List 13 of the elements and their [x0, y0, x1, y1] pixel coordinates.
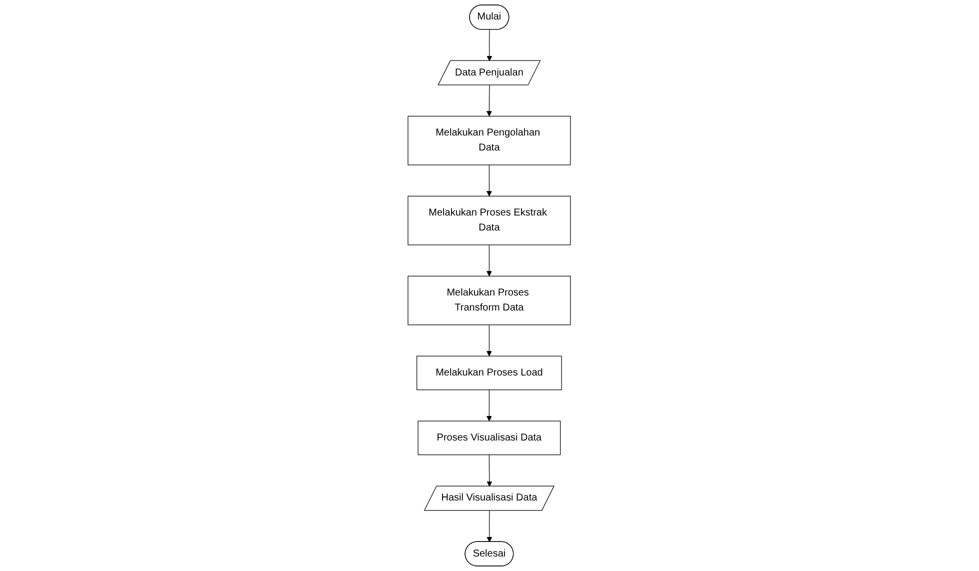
arrow	[486, 29, 492, 62]
arrow	[486, 244, 492, 276]
node-box: Melakukan Proses Transform Data	[408, 276, 572, 326]
node-box: Proses Visualisasi Data	[418, 420, 561, 456]
arrow	[486, 510, 492, 542]
arrow	[486, 84, 492, 116]
arrow	[486, 164, 492, 196]
node-box: Melakukan Pengolahan Data	[408, 116, 572, 166]
node-box: Melakukan Proses Load	[416, 356, 562, 390]
arrow	[486, 324, 492, 356]
node-box: Melakukan Proses Ekstrak Data	[408, 196, 572, 246]
arrow	[486, 390, 492, 422]
arrow	[486, 454, 492, 487]
